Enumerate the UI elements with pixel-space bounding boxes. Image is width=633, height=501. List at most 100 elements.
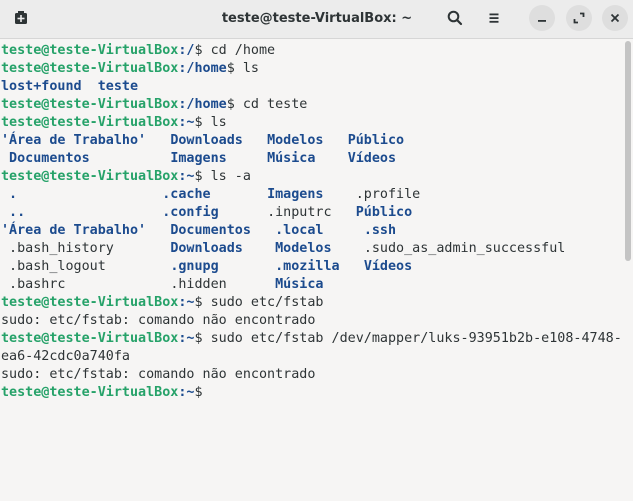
- prompt-path: :~: [178, 115, 195, 130]
- directory-entry: Downloads: [170, 241, 243, 256]
- terminal-line: teste@teste-VirtualBox:/home$ ls: [1, 60, 259, 78]
- spacer: [243, 241, 275, 256]
- directory-entry: Documentos: [170, 223, 251, 238]
- directory-entry: teste: [97, 79, 139, 94]
- error-message: sudo: etc/fstab: comando não encontrado: [1, 367, 316, 382]
- terminal-line: Documentos Imagens Música Vídeos: [1, 150, 396, 168]
- terminal-line: .. .config .inputrc Público: [1, 204, 412, 222]
- command-text: $ ls -a: [194, 169, 251, 184]
- spacer: [324, 187, 356, 202]
- spacer: [90, 151, 171, 166]
- close-button[interactable]: [602, 5, 628, 31]
- terminal-line: teste@teste-VirtualBox:~$ sudo etc/fstab: [1, 294, 324, 312]
- hamburger-menu-icon: [489, 13, 499, 23]
- file-entry: .bashrc: [1, 277, 66, 292]
- directory-entry: .gnupg: [170, 259, 219, 274]
- terminal-output[interactable]: teste@teste-VirtualBox:/$ cd /home teste…: [0, 39, 622, 501]
- menu-button[interactable]: [481, 5, 507, 31]
- spacer: [227, 277, 275, 292]
- spacer: [211, 187, 267, 202]
- directory-entry: .: [1, 187, 18, 202]
- terminal-line: ea6-42cdc0a740fa: [1, 348, 130, 366]
- prompt-user-host: teste@teste-VirtualBox: [1, 115, 179, 130]
- prompt-path: :~: [178, 295, 195, 310]
- spacer: [332, 205, 356, 220]
- prompt-user-host: teste@teste-VirtualBox: [1, 169, 179, 184]
- terminal-line: teste@teste-VirtualBox:~$: [1, 384, 203, 402]
- terminal-line: teste@teste-VirtualBox:~$ ls -a: [1, 168, 251, 186]
- prompt-path: :/: [178, 43, 195, 58]
- file-entry: .profile: [355, 187, 421, 202]
- prompt-path: :~: [178, 331, 195, 346]
- spacer: [340, 259, 364, 274]
- command-text: $ sudo etc/fstab: [194, 295, 324, 310]
- spacer: [82, 79, 98, 94]
- spacer: [324, 133, 348, 148]
- spacer: [324, 223, 364, 238]
- directory-entry: .local: [275, 223, 324, 238]
- spacer: [315, 151, 347, 166]
- directory-entry: Vídeos: [347, 151, 397, 166]
- terminal-line: .bash_logout .gnupg .mozilla Vídeos: [1, 258, 412, 276]
- command-text: $: [194, 385, 203, 400]
- directory-entry: Vídeos: [363, 259, 413, 274]
- spacer: [66, 277, 171, 292]
- directory-entry: .config: [162, 205, 219, 220]
- terminal-line: .bash_history Downloads Modelos .sudo_as…: [1, 240, 565, 258]
- prompt-user-host: teste@teste-VirtualBox: [1, 295, 179, 310]
- directory-entry: Downloads: [170, 133, 243, 148]
- close-icon: [610, 13, 620, 23]
- spacer: [332, 241, 364, 256]
- terminal-line: teste@teste-VirtualBox:~$ ls: [1, 114, 227, 132]
- terminal-line: . .cache Imagens .profile: [1, 186, 420, 204]
- file-entry: .hidden: [170, 277, 227, 292]
- command-text: $ cd teste: [226, 97, 308, 112]
- spacer: [114, 241, 170, 256]
- command-text: $ sudo etc/fstab /dev/mapper/luks-93951b…: [194, 331, 623, 346]
- prompt-path: :~: [178, 385, 195, 400]
- directory-entry: Modelos: [267, 133, 324, 148]
- prompt-user-host: teste@teste-VirtualBox: [1, 43, 179, 58]
- spacer: [146, 223, 170, 238]
- command-text-wrapped: ea6-42cdc0a740fa: [1, 349, 130, 364]
- directory-entry: Público: [355, 205, 413, 220]
- spacer: [243, 133, 267, 148]
- terminal-line: sudo: etc/fstab: comando não encontrado: [1, 312, 315, 330]
- terminal-line: teste@teste-VirtualBox:~$ sudo etc/fstab…: [1, 330, 622, 348]
- file-entry: .sudo_as_admin_successful: [363, 241, 566, 256]
- maximize-button[interactable]: [566, 5, 592, 31]
- prompt-path: :/home: [178, 61, 227, 76]
- maximize-icon: [573, 12, 585, 24]
- directory-entry: Documentos: [1, 151, 90, 166]
- title-bar: teste@teste-VirtualBox: ~: [0, 0, 633, 39]
- terminal-line: lost+found teste: [1, 78, 138, 96]
- directory-entry: .mozilla: [275, 259, 340, 274]
- command-text: $ ls: [194, 115, 227, 130]
- terminal-line: 'Área de Trabalho' Downloads Modelos Púb…: [1, 132, 404, 150]
- window-title: teste@teste-VirtualBox: ~: [221, 11, 413, 26]
- error-message: sudo: etc/fstab: comando não encontrado: [1, 313, 316, 328]
- search-button[interactable]: [442, 5, 468, 31]
- command-text: $ cd /home: [194, 43, 276, 58]
- minimize-button[interactable]: [529, 5, 555, 31]
- spacer: [219, 205, 267, 220]
- scrollbar-thumb[interactable]: [625, 41, 631, 261]
- spacer: [251, 223, 275, 238]
- vertical-scrollbar[interactable]: [622, 39, 633, 501]
- prompt-user-host: teste@teste-VirtualBox: [1, 61, 179, 76]
- spacer: [227, 151, 267, 166]
- search-icon: [447, 10, 463, 26]
- command-text: $ ls: [226, 61, 259, 76]
- directory-entry: Música: [275, 277, 324, 292]
- terminal-line: teste@teste-VirtualBox:/$ cd /home: [1, 42, 275, 60]
- prompt-user-host: teste@teste-VirtualBox: [1, 97, 179, 112]
- directory-entry: Público: [347, 133, 405, 148]
- new-tab-button[interactable]: [8, 5, 34, 31]
- spacer: [25, 205, 162, 220]
- terminal-line: teste@teste-VirtualBox:/home$ cd teste: [1, 96, 307, 114]
- prompt-path: :/home: [178, 97, 227, 112]
- directory-entry: 'Área de Trabalho': [1, 133, 147, 148]
- terminal-line: sudo: etc/fstab: comando não encontrado: [1, 366, 315, 384]
- spacer: [219, 259, 275, 274]
